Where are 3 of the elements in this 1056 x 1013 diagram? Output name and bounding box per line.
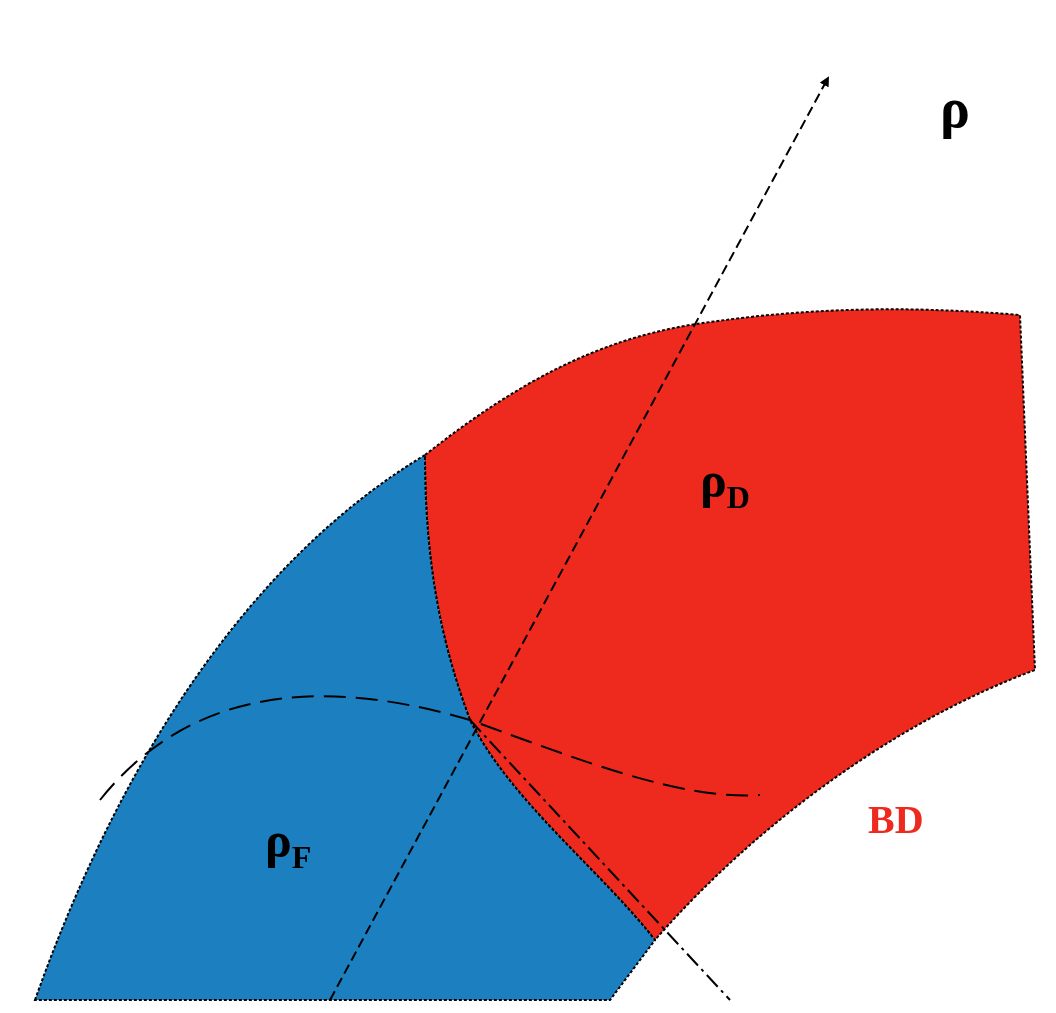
region-label: ρ$_{D}$ — [700, 455, 750, 513]
region-label: ρ$_{F}$ — [265, 815, 312, 873]
boundary-label: BD — [868, 800, 924, 840]
